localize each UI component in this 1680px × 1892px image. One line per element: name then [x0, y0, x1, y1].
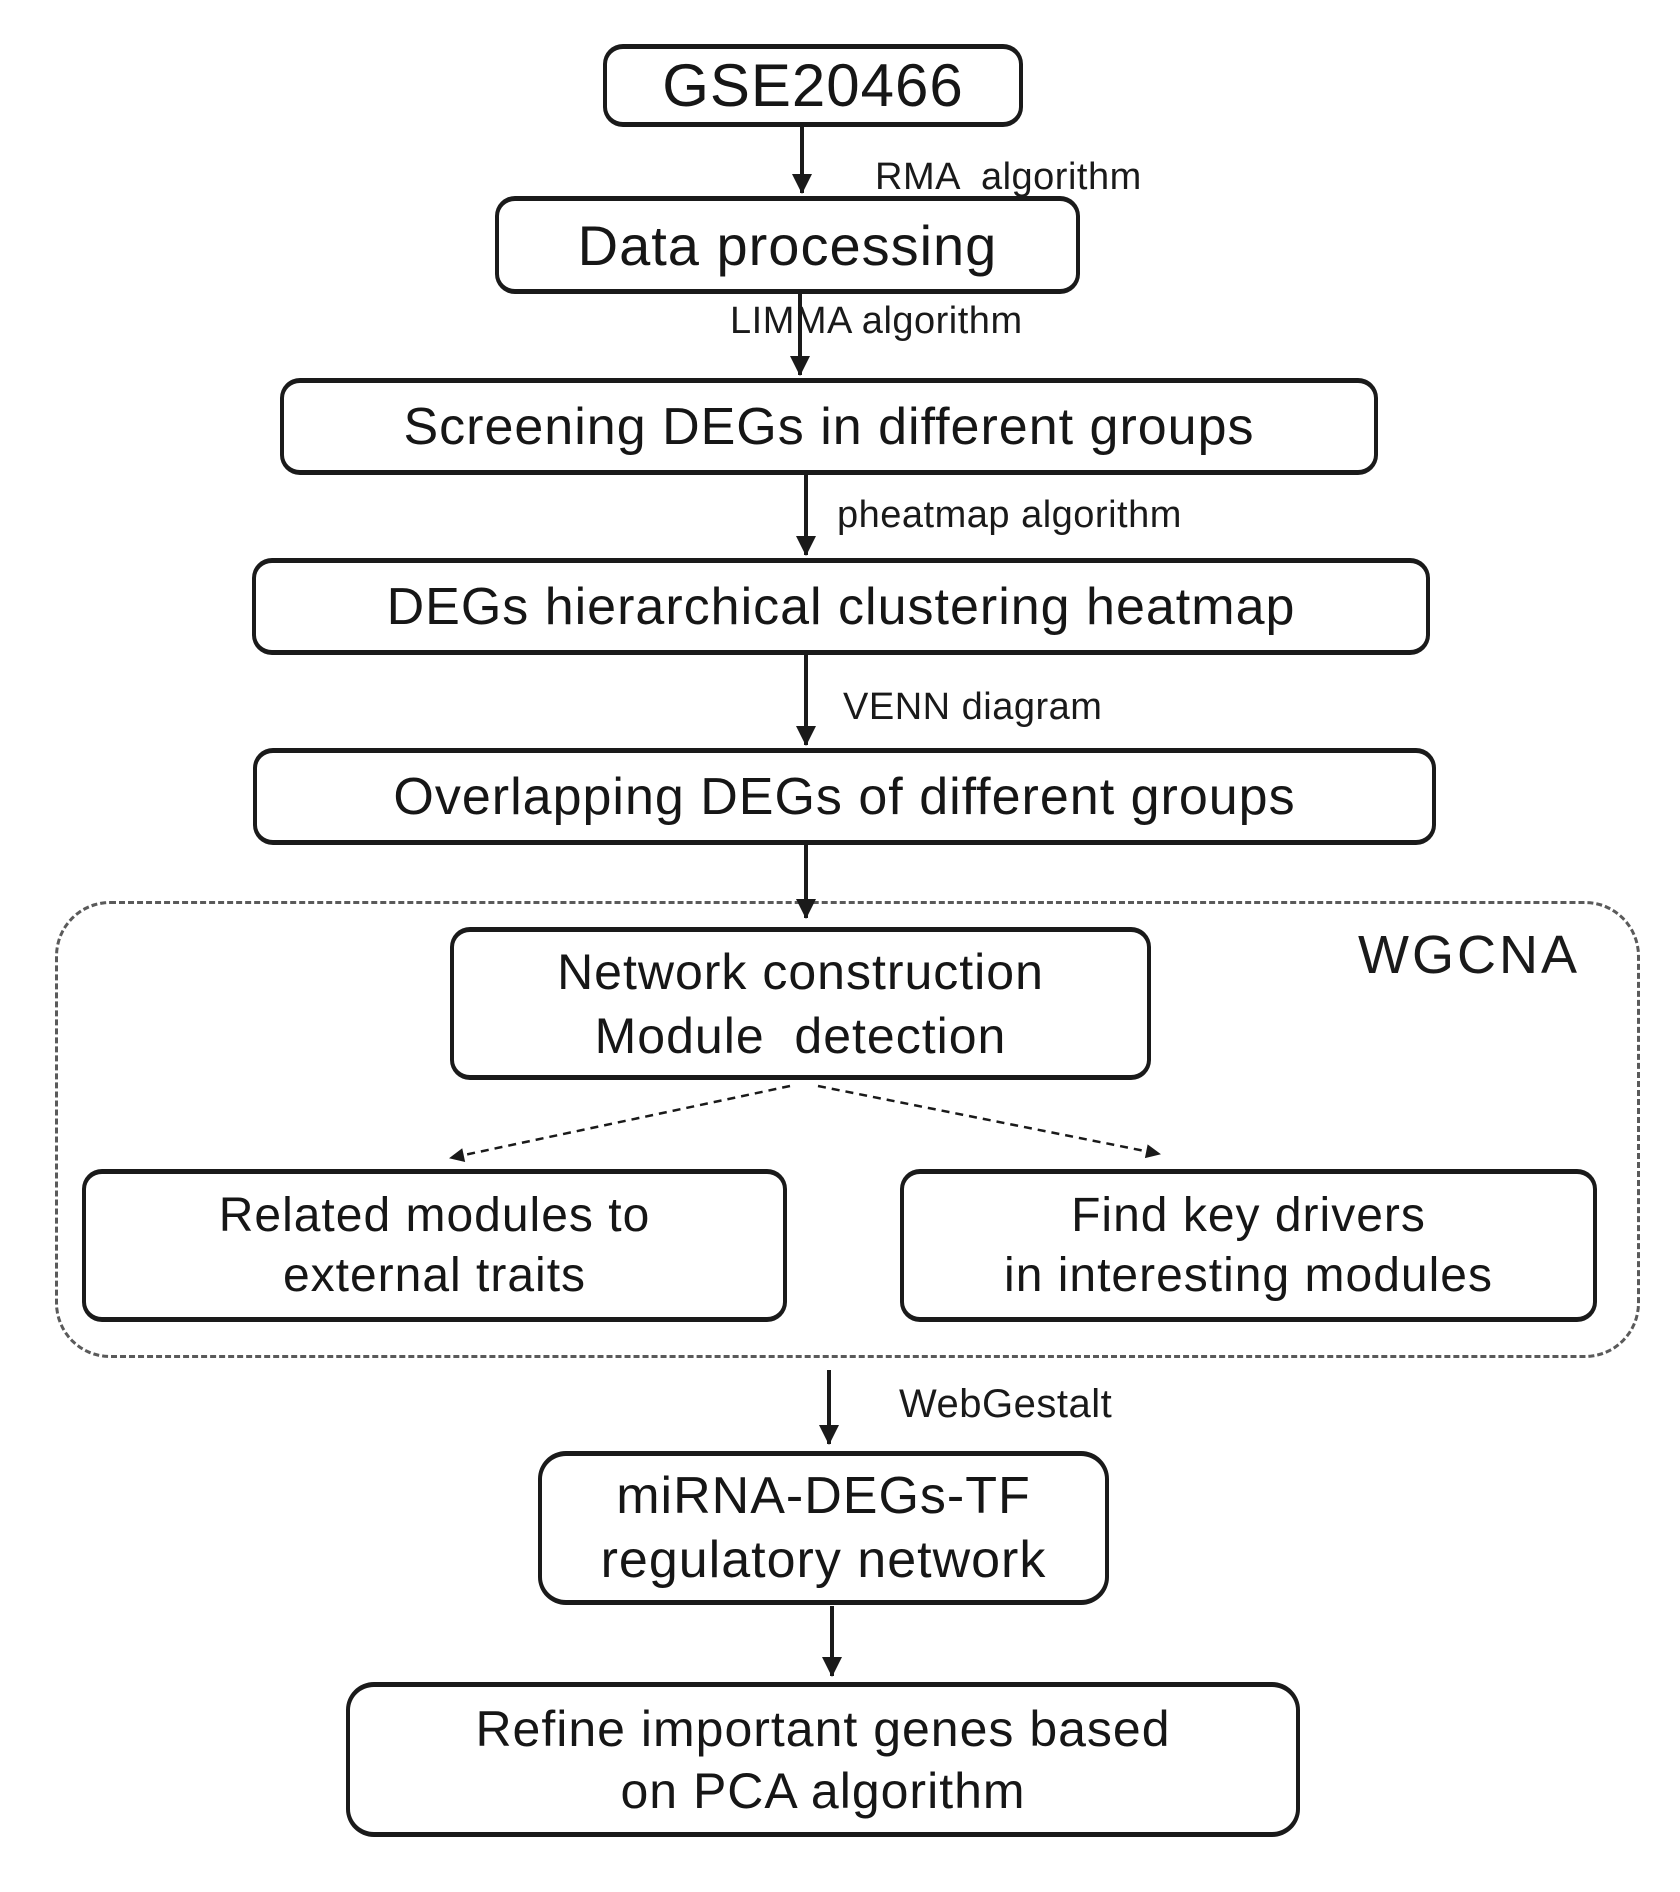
node-label: Overlapping DEGs of different groups — [393, 767, 1296, 826]
edge-label-rma-algorithm: RMA algorithm — [875, 156, 1142, 198]
node-gse20466: GSE20466 — [603, 44, 1023, 127]
node-label: GSE20466 — [662, 52, 964, 119]
node-mirna-regulatory-network: miRNA-DEGs-TF regulatory network — [538, 1451, 1109, 1605]
node-key-drivers: Find key drivers in interesting modules — [900, 1169, 1597, 1322]
node-related-modules: Related modules to external traits — [82, 1169, 787, 1322]
node-label: Data processing — [577, 213, 998, 277]
node-label-line1: Find key drivers — [1071, 1188, 1426, 1242]
arrow-network-to-drivers — [817, 1084, 1161, 1159]
node-clustering-heatmap: DEGs hierarchical clustering heatmap — [252, 558, 1430, 655]
node-label: DEGs hierarchical clustering heatmap — [386, 577, 1296, 636]
node-label: Screening DEGs in different groups — [403, 397, 1255, 456]
node-label-line2: Module detection — [594, 1007, 1007, 1064]
node-label-line1: miRNA-DEGs-TF — [616, 1467, 1031, 1525]
node-label-line1: Network construction — [557, 943, 1044, 1000]
node-overlapping-degs: Overlapping DEGs of different groups — [253, 748, 1436, 845]
node-network-construction: Network construction Module detection — [450, 927, 1151, 1080]
node-label-line2: in interesting modules — [1004, 1248, 1493, 1302]
node-label-line1: Refine important genes based — [475, 1700, 1171, 1757]
node-label-line1: Related modules to — [218, 1188, 651, 1242]
node-data-processing: Data processing — [495, 196, 1080, 294]
edge-label-venn-diagram: VENN diagram — [843, 686, 1103, 728]
edge-label-limma-algorithm: LIMMA algorithm — [730, 300, 1023, 342]
wgcna-container — [55, 901, 1640, 1358]
node-label-line2: external traits — [282, 1248, 587, 1302]
node-label-line2: on PCA algorithm — [620, 1762, 1026, 1819]
edge-label-pheatmap-algorithm: pheatmap algorithm — [837, 494, 1182, 536]
node-refine-genes-pca: Refine important genes based on PCA algo… — [346, 1682, 1300, 1837]
wgcna-container-label: WGCNA — [1358, 925, 1580, 985]
arrow-network-to-related — [449, 1084, 791, 1162]
node-label-line2: regulatory network — [600, 1531, 1047, 1589]
edge-label-webgestalt: WebGestalt — [899, 1382, 1113, 1426]
node-screening-degs: Screening DEGs in different groups — [280, 378, 1378, 475]
